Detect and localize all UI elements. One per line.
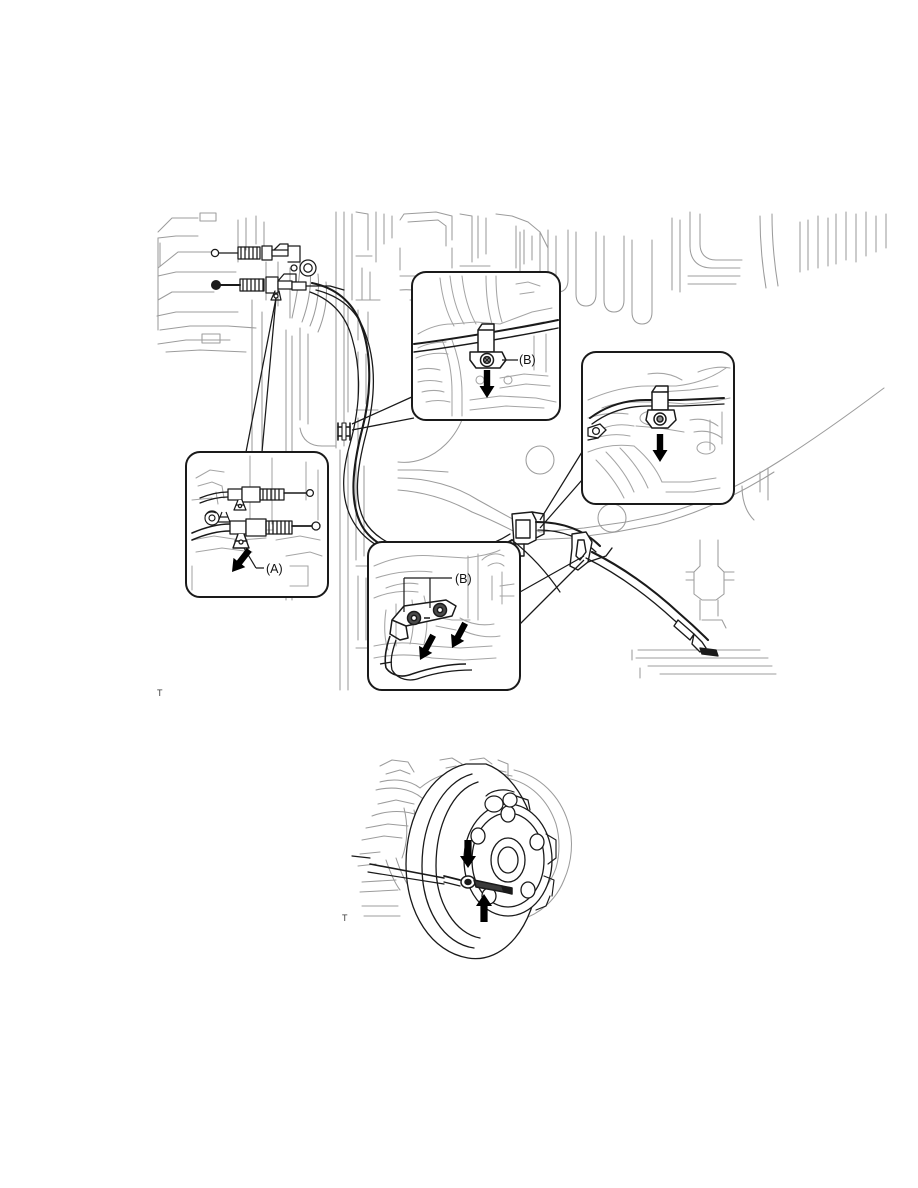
callout-detail-b-upper: (B) <box>411 271 561 421</box>
callout-arrows <box>460 840 492 922</box>
callout-b-lower-label: (B) <box>455 572 472 586</box>
parking-brake-equalizer <box>210 243 345 301</box>
figure-rear-brake-backing-plate <box>0 730 918 960</box>
figure-parking-brake-cable-routing: (A) <box>156 211 887 691</box>
figure-tag-drum: T <box>342 913 348 923</box>
figure-tag-main: T <box>157 688 163 698</box>
leader-lines <box>245 297 585 625</box>
brake-backing-plate <box>351 763 557 960</box>
callout-a-label: (A) <box>266 562 283 576</box>
callout-b-upper-label: (B) <box>519 353 536 367</box>
callout-detail-b-lower: (B) <box>367 541 521 691</box>
callout-detail-a: (A) <box>185 451 329 598</box>
callout-detail-rear-axle-clamp <box>581 351 735 505</box>
